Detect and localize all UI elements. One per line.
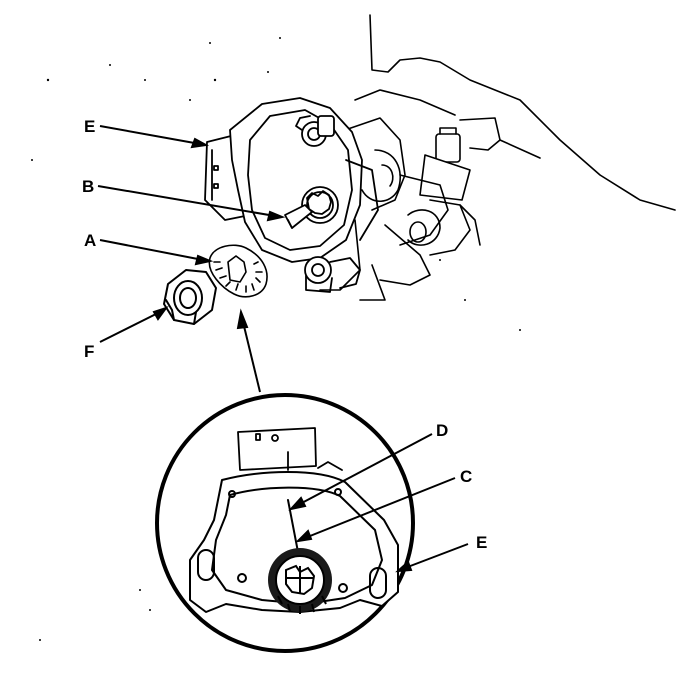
- lock-washer-A: [208, 244, 268, 298]
- callout-C: C: [460, 467, 472, 486]
- detail-shaft-center: [268, 548, 332, 614]
- callout-leaders-detail: [288, 433, 469, 573]
- callout-E-top: E: [84, 117, 95, 136]
- callout-F: F: [84, 342, 94, 361]
- callout-A: A: [84, 231, 96, 250]
- callout-E-detail: E: [476, 533, 487, 552]
- detail-view: [155, 393, 415, 653]
- hex-nut-F: [163, 269, 217, 325]
- callout-D: D: [436, 421, 448, 440]
- detail-sensor-plate: [189, 471, 399, 613]
- transmission-housing: [319, 14, 676, 301]
- scan-speckle: [31, 37, 521, 641]
- range-sensor-assembly: [204, 97, 379, 293]
- callout-leaders-top: [97, 125, 286, 393]
- callout-B: B: [82, 177, 94, 196]
- detail-connector: [237, 427, 343, 471]
